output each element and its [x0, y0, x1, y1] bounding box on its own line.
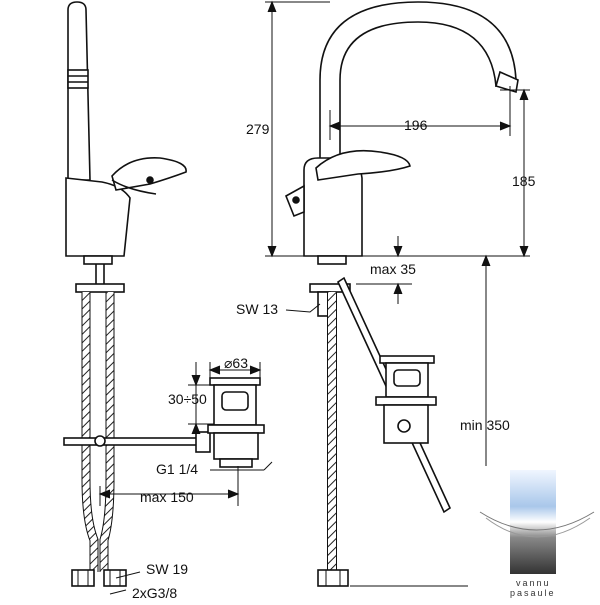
front-view-hoses	[317, 292, 349, 587]
front-drain	[375, 355, 437, 444]
logo-line1: vannu	[516, 578, 551, 588]
side-spout	[67, 1, 91, 181]
dim-connection: 2xG3/8	[132, 585, 177, 600]
dim-spout-reach: 196	[404, 117, 428, 133]
dim-diameter: ⌀63	[224, 355, 248, 371]
dim-wrench-sw19: SW 19	[146, 561, 188, 577]
side-body	[65, 177, 131, 257]
hose-nut-right	[103, 569, 127, 587]
vannu-pasaule-logo: vannu pasaule	[468, 466, 600, 600]
side-view-hoses	[71, 292, 127, 587]
front-view-faucet	[284, 1, 519, 317]
dimension-lines	[98, 0, 600, 595]
hose-nut-left	[71, 569, 95, 587]
front-lever	[315, 149, 411, 181]
dim-drain-range: 30÷50	[168, 391, 207, 407]
dim-height-total: 279	[246, 121, 270, 137]
front-hose-nut	[317, 569, 349, 587]
front-spout	[319, 1, 517, 161]
dim-rod-max: max 150	[140, 489, 194, 505]
dim-spout-height: 185	[512, 173, 536, 189]
dim-wrench-sw13: SW 13	[236, 301, 278, 317]
side-view-faucet	[65, 1, 187, 293]
side-lever	[111, 157, 187, 191]
dim-thread-g: G1 1/4	[156, 461, 198, 477]
drain-rod	[63, 431, 211, 453]
spout-tip-band	[67, 69, 89, 89]
drain-assembly	[207, 377, 265, 468]
dim-min-clearance: min 350	[460, 417, 510, 433]
logo-line2: pasaule	[510, 588, 556, 598]
dim-max-deck: max 35	[370, 261, 416, 277]
